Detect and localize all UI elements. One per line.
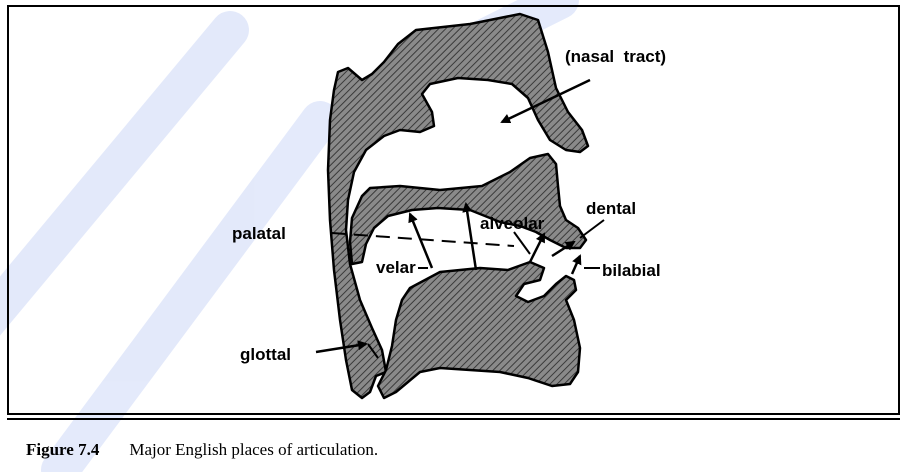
label-nasal-tract: (nasal tract): [565, 47, 666, 66]
label-velar: velar: [376, 258, 416, 277]
tongue-shape: [378, 262, 580, 398]
label-bilabial: bilabial: [602, 261, 661, 280]
bilabial-arrow: [572, 256, 580, 274]
label-palatal: palatal: [232, 224, 286, 243]
alveolar-arrow: [530, 234, 544, 262]
label-dental: dental: [586, 199, 636, 218]
label-alveolar: alveolar: [480, 214, 545, 233]
caption-divider: [7, 418, 900, 420]
alveolar-leader: [514, 232, 530, 254]
vocal-tract-diagram: (nasal tract) palatal velar alveolar den…: [0, 0, 909, 420]
dental-leader: [580, 220, 604, 238]
velar-arrow-2: [466, 204, 476, 270]
label-glottal: glottal: [240, 345, 291, 364]
figure-caption-text: Major English places of articulation.: [129, 440, 378, 459]
figure-caption: Figure 7.4 Major English places of articu…: [26, 440, 378, 460]
figure-number: Figure 7.4: [26, 440, 99, 459]
